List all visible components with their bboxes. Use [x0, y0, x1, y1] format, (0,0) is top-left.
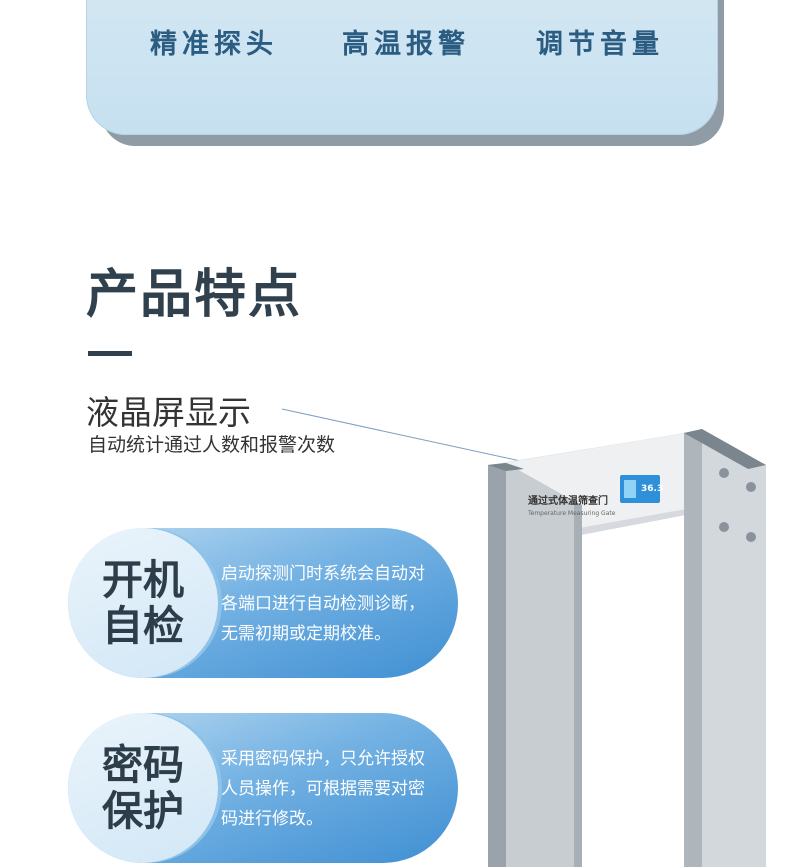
feature-description: 采用密码保护，只允许授权 人员操作，可根据需要对密 码进行修改。 [221, 744, 456, 834]
feature-title-line2: 自检 [102, 602, 184, 650]
feature-badge: 密码 保护 [68, 713, 218, 863]
feature-title-line2: 保护 [102, 787, 184, 835]
feature-desc-line: 人员操作，可根据需要对密 [221, 779, 425, 799]
feature-desc-line: 启动探测门时系统会自动对 [221, 564, 425, 584]
feature-title-line1: 开机 [102, 556, 184, 604]
gate-label-en: Temperature Measuring Gate [527, 510, 616, 517]
gate-label-cn: 通过式体温筛查门 [528, 494, 608, 507]
feature-description: 启动探测门时系统会自动对 各端口进行自动检测诊断， 无需初期或定期校准。 [221, 559, 456, 649]
feature-desc-line: 无需初期或定期校准。 [221, 624, 391, 644]
feature-title-line1: 密码 [102, 741, 184, 789]
temperature-gate-illustration: 36.3 通过式体温筛查门 Temperature Measuring Gate [488, 429, 766, 867]
gate-display-value: 36.3 [641, 484, 663, 494]
feature-precise-probe: 精准探头 [150, 29, 278, 60]
feature-volume-control: 调节音量 [536, 29, 664, 60]
feature-desc-line: 采用密码保护，只允许授权 [221, 749, 425, 769]
feature-badge: 开机 自检 [68, 528, 218, 678]
lcd-feature-description: 自动统计通过人数和报警次数 [88, 434, 336, 456]
feature-banner: 精准探头 高温报警 调节音量 [86, 0, 718, 135]
feature-card-password: 密码 保护 采用密码保护，只允许授权 人员操作，可根据需要对密 码进行修改。 [68, 713, 458, 863]
feature-card-self-check: 开机 自检 启动探测门时系统会自动对 各端口进行自动检测诊断， 无需初期或定期校… [68, 528, 458, 678]
lcd-feature-title: 液晶屏显示 [86, 393, 251, 432]
feature-desc-line: 码进行修改。 [221, 809, 323, 829]
feature-desc-line: 各端口进行自动检测诊断， [221, 594, 425, 614]
feature-high-temp-alarm: 高温报警 [342, 29, 470, 60]
title-divider [88, 351, 132, 356]
section-title: 产品特点 [86, 265, 303, 325]
